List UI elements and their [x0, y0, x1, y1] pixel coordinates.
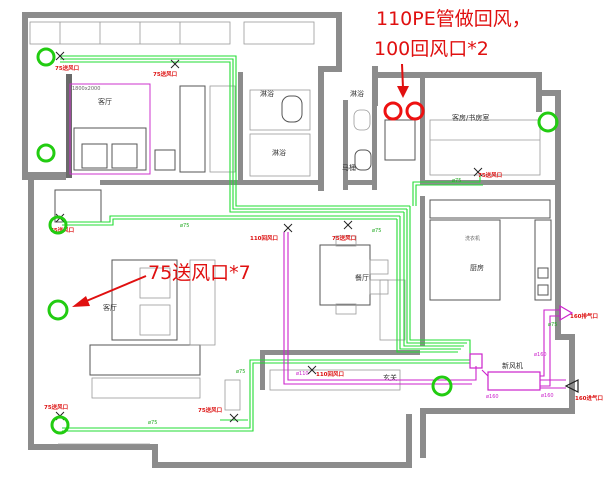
room-labels: 客厅 1800x2000 淋浴 淋浴 淋浴 马桶 客房/书房室 餐厅 厨房 客厅…	[72, 86, 523, 382]
duct-size-3: ø75	[236, 369, 245, 375]
external-arrows	[559, 304, 579, 393]
return-vent-circle	[383, 101, 403, 121]
room-washer: 洗衣机	[465, 235, 480, 242]
duct-size-9: ø75	[372, 228, 381, 234]
vent-label-3: 75送风口	[50, 226, 74, 234]
vent-cross-icon	[55, 51, 65, 61]
vent-label-9: 75送风口	[198, 406, 222, 414]
vent-label-8: 110回风口	[316, 370, 344, 378]
vent-label-2: 75送风口	[153, 70, 177, 78]
duct-size-labels: ø75 ø75 ø75 ø75 ø110 ø160 ø160 ø160 ø75 …	[148, 178, 557, 426]
supply-vent-circle	[537, 111, 559, 133]
furniture	[29, 21, 552, 445]
room-living-top: 客厅	[98, 97, 112, 106]
room-bath-3: 淋浴	[272, 148, 286, 157]
intake-arrow-icon	[564, 379, 579, 393]
return-note-line2: 100回风口*2	[374, 38, 489, 60]
annotations: 110PE管做回风， 100回风口*2 75送风口*7	[72, 8, 531, 307]
vent-cross-icon	[283, 223, 293, 233]
duct-size-8: ø160	[541, 393, 554, 399]
duct-size-4: ø75	[148, 420, 157, 426]
supply-vent-circle	[50, 415, 70, 435]
duct-size-2: ø75	[452, 178, 461, 184]
vent-label-6: 75送风口	[478, 171, 502, 179]
vent-label-5: 75送风口	[332, 234, 356, 242]
room-bath-2: 淋浴	[260, 89, 274, 98]
duct-size-6: ø160	[534, 352, 547, 358]
vent-label-11: 160进气口	[575, 394, 603, 402]
vent-cross-icon	[170, 59, 180, 69]
vent-label-4: 110回风口	[250, 234, 278, 242]
supply-vent-circles	[36, 47, 559, 435]
room-guest-study: 客房/书房室	[452, 113, 489, 122]
vent-label-10: 160排气口	[570, 312, 598, 320]
vent-cross-icon	[473, 167, 483, 177]
room-bed-size: 1800x2000	[72, 86, 100, 92]
vent-label-1: 75送风口	[55, 64, 79, 72]
duct-size-5: ø110	[296, 371, 309, 377]
vent-label-7: 75送风口	[44, 403, 68, 411]
vent-cross-icon	[229, 413, 239, 423]
supply-arrow-icon	[72, 275, 147, 307]
duct-size-1: ø75	[180, 223, 189, 229]
supply-vent-circle	[36, 47, 56, 67]
supply-note: 75送风口*7	[148, 262, 251, 284]
supply-vent-circle	[431, 375, 453, 397]
vent-labels: 75送风口 75送风口 75送风口 110回风口 75送风口 75送风口 75送…	[44, 64, 603, 414]
return-note-line1: 110PE管做回风，	[376, 8, 531, 30]
room-bath-1: 淋浴	[350, 89, 364, 98]
return-vent-circle	[405, 101, 425, 121]
vent-cross-icon	[343, 220, 353, 230]
room-kitchen: 厨房	[470, 263, 484, 272]
return-vent-circles	[383, 101, 425, 121]
room-equipment: 新风机	[502, 361, 523, 370]
walls	[22, 12, 575, 468]
vent-cross-icon	[307, 365, 317, 375]
return-ducts	[283, 232, 566, 391]
room-hallway: 玄关	[383, 373, 397, 382]
duct-size-10: ø75	[548, 322, 557, 328]
return-arrow-icon	[397, 63, 409, 98]
exhaust-arrow-icon	[559, 304, 574, 322]
duct-size-7: ø160	[486, 394, 499, 400]
supply-vent-circle	[47, 299, 69, 321]
supply-vent-circle	[36, 143, 56, 163]
room-living-main: 客厅	[103, 303, 117, 312]
room-dining: 餐厅	[355, 273, 369, 282]
supply-vent-circle	[48, 215, 68, 235]
room-toilet: 马桶	[342, 163, 356, 172]
supply-ducts	[60, 55, 483, 432]
